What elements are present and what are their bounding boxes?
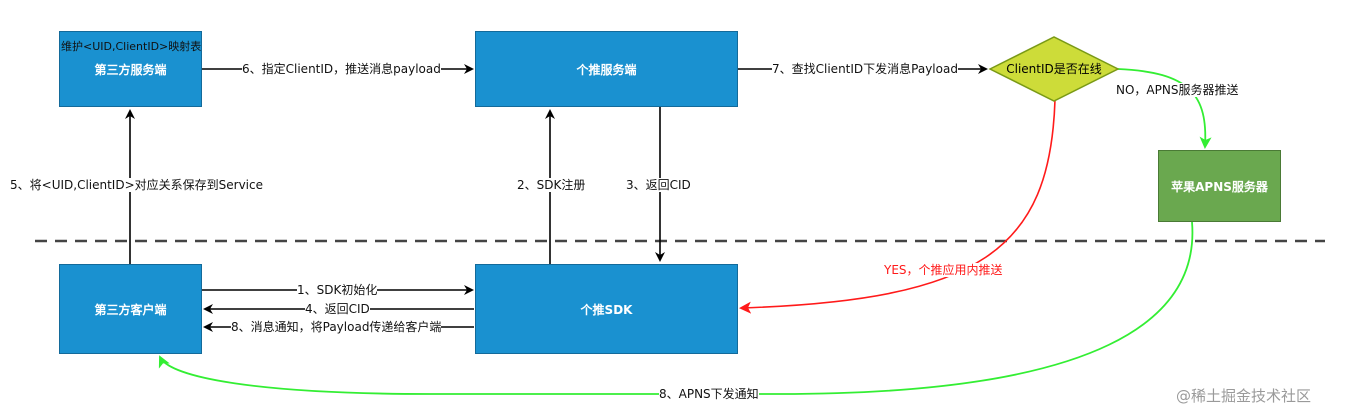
apns-label: 苹果APNS服务器: [1171, 179, 1268, 194]
third-client-label: 第三方客户端: [94, 302, 167, 317]
edge-no: [1117, 68, 1212, 149]
decision-diamond: [988, 36, 1120, 102]
getui-sdk-box: 个推SDK: [475, 264, 738, 354]
decision-label: ClientID是否在线: [1006, 62, 1102, 76]
getui-server-label: 个推服务端: [576, 62, 637, 77]
third-client-box: 第三方客户端: [59, 264, 202, 354]
edge-5-label: 5、将<UID,ClientID>对应关系保存到Service: [10, 178, 263, 192]
edge-7-label: 7、查找ClientID下发消息Payload: [772, 62, 958, 76]
edge-3-label: 3、返回CID: [626, 178, 691, 192]
edge-4-label: 4、返回CID: [305, 302, 370, 316]
edge-8-apns-label: 8、APNS下发通知: [659, 387, 759, 401]
edge-8-label: 8、消息通知，将Payload传递给客户端: [231, 320, 442, 334]
getui-sdk-label: 个推SDK: [580, 302, 633, 317]
edge-yes: [739, 99, 1056, 314]
getui-server-box: 个推服务端: [475, 31, 738, 107]
third-server-note: 维护<UID,ClientID>映射表: [61, 40, 202, 53]
apns-box: 苹果APNS服务器: [1158, 150, 1281, 222]
edge-6-label: 6、指定ClientID，推送消息payload: [242, 62, 441, 76]
edge-yes-label: YES，个推应用内推送: [884, 263, 1003, 277]
edge-no-label: NO，APNS服务器推送: [1116, 83, 1239, 97]
third-server-box: 第三方服务端: [59, 31, 202, 107]
edge-8-apns: [158, 221, 1194, 395]
watermark: @稀土掘金技术社区: [1176, 387, 1312, 405]
third-server-label: 第三方服务端: [94, 62, 167, 77]
edge-2-label: 2、SDK注册: [517, 178, 586, 192]
edge-1-label: 1、SDK初始化: [297, 283, 378, 297]
